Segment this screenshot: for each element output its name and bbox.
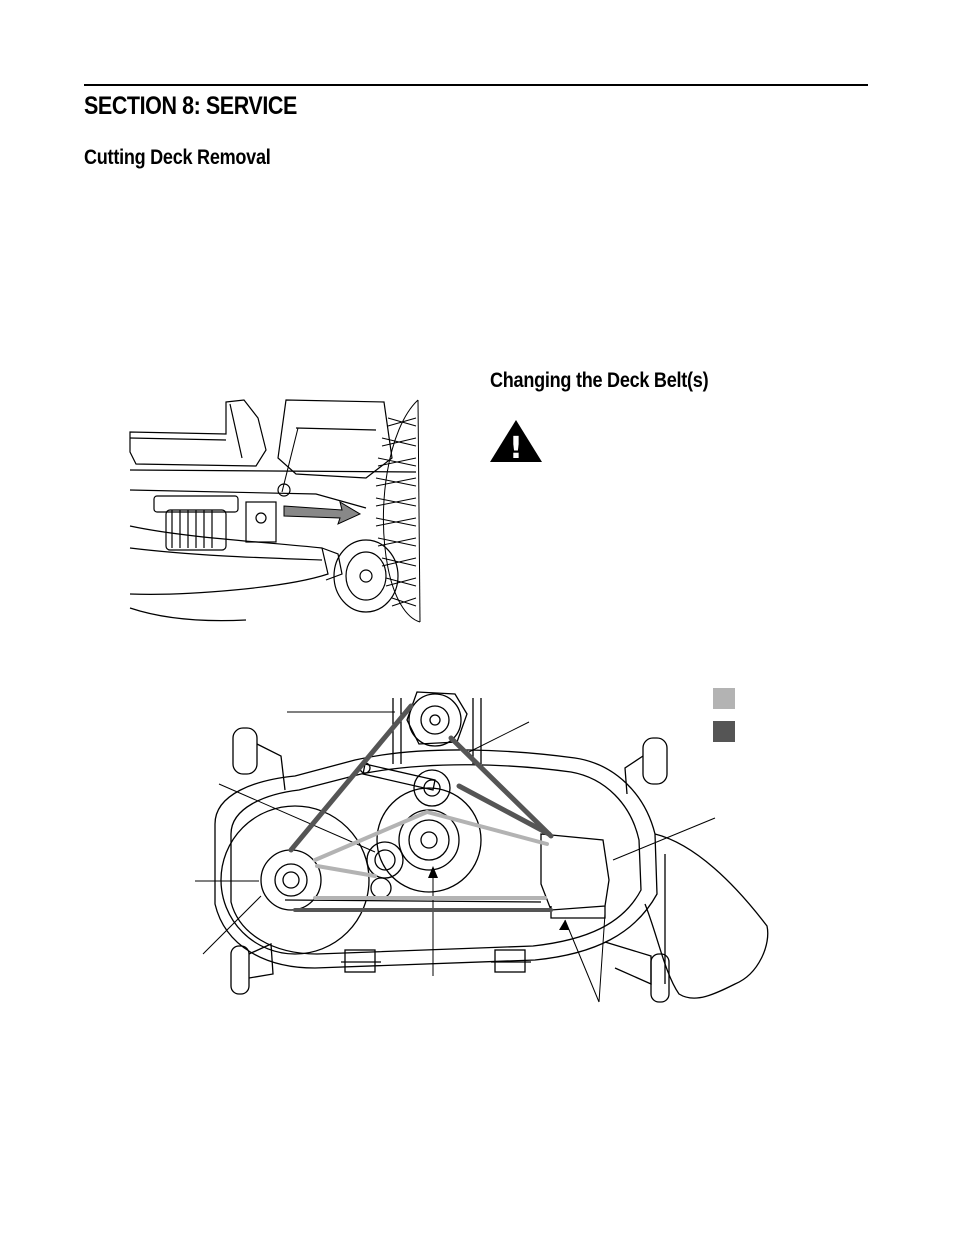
legend-light-belt-swatch bbox=[713, 688, 735, 709]
deck-removal-illustration bbox=[129, 399, 421, 623]
header-rule bbox=[84, 84, 868, 86]
heading-cutting-deck-removal: Cutting Deck Removal bbox=[84, 146, 271, 169]
warning-exclamation: ! bbox=[509, 431, 523, 464]
heading-changing-deck-belts: Changing the Deck Belt(s) bbox=[490, 369, 709, 392]
section-title: SECTION 8: SERVICE bbox=[84, 92, 297, 120]
legend-dark-belt-swatch bbox=[713, 721, 735, 742]
warning-triangle-icon: ! bbox=[490, 420, 542, 464]
deck-belt-routing-diagram bbox=[195, 691, 769, 1003]
